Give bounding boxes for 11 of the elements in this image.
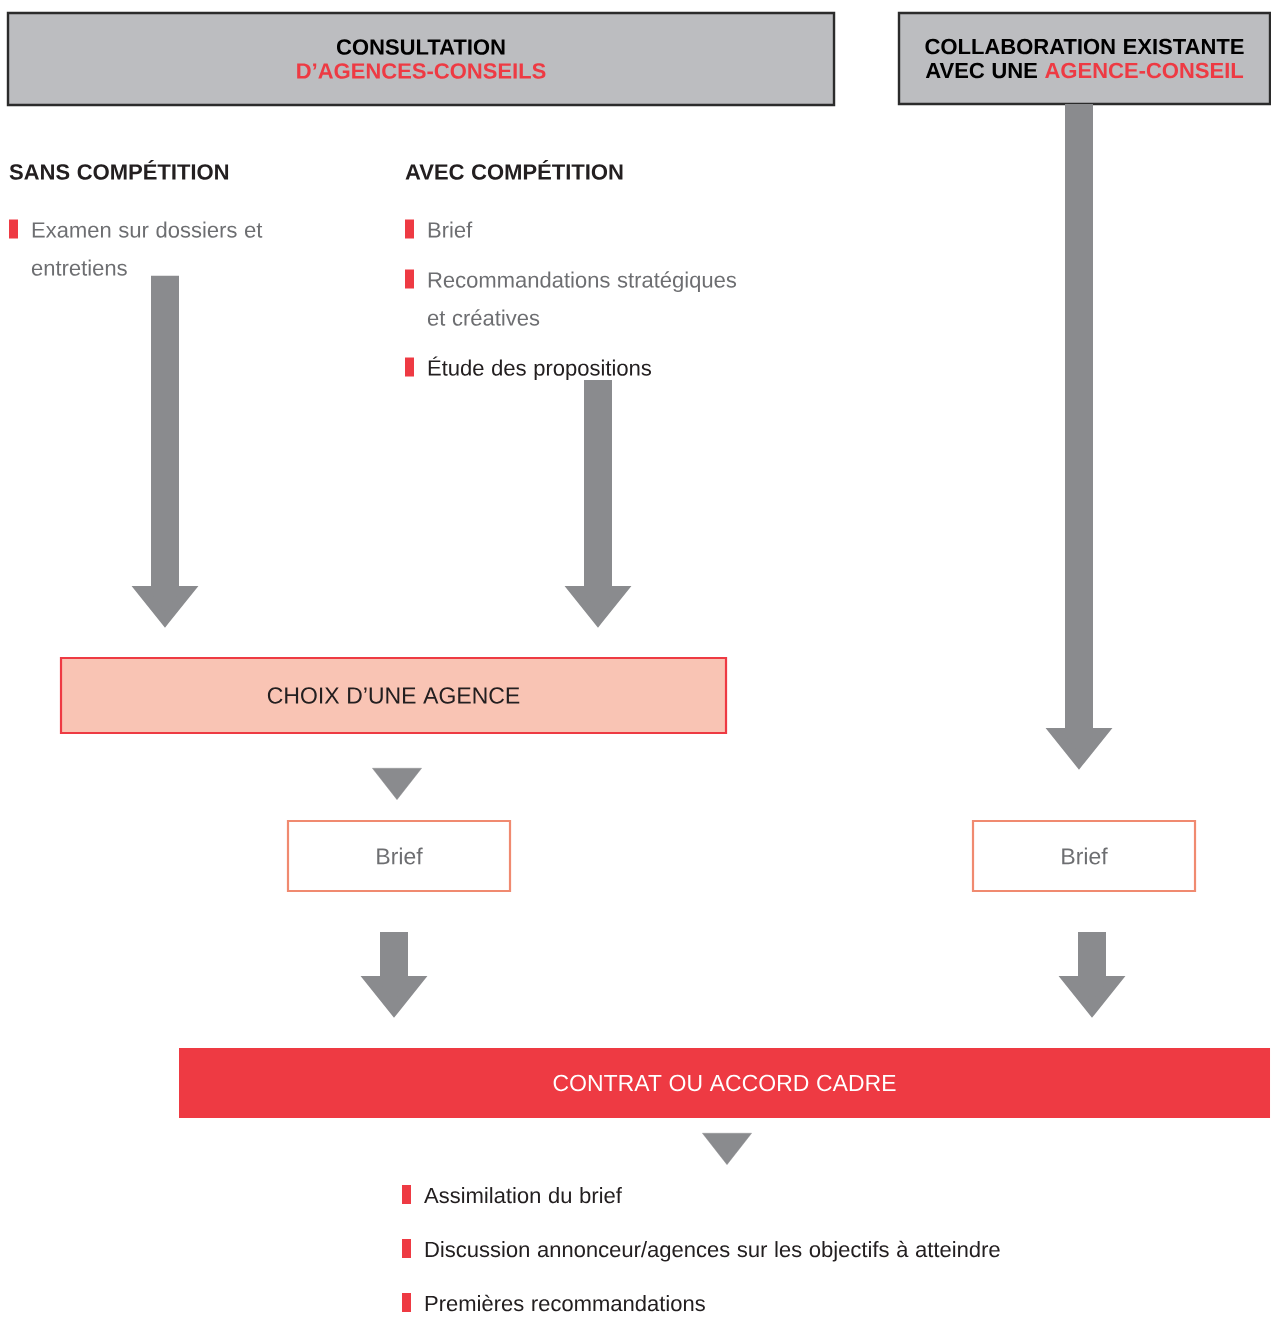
header-box: CONSULTATION D’AGENCES-CONSEILS (6, 11, 836, 107)
bullet-list: AVEC COMPÉTITION Brief Recommandations stratégiques et créatives Étude des propositions (405, 160, 737, 381)
arrow (372, 767, 422, 800)
header-box: COLLABORATION EXISTANTE AVEC UNE AGENCE-CONSEIL (897, 11, 1271, 106)
selection-box: CHOIX D’UNE AGENCE (59, 656, 728, 735)
brief-box: Brief (971, 819, 1197, 893)
brief-box: Brief (286, 819, 512, 893)
bullet-list: Assimilation du brief Discussion annonceur/agences sur les objectifs à atteindre Premières recommandations (402, 1185, 1000, 1312)
arrow (702, 1132, 752, 1165)
bullet-list: SANS COMPÉTITION Examen sur dossiers et entretiens (9, 160, 263, 276)
contract-box: CONTRAT OU ACCORD CADRE (179, 1048, 1271, 1118)
